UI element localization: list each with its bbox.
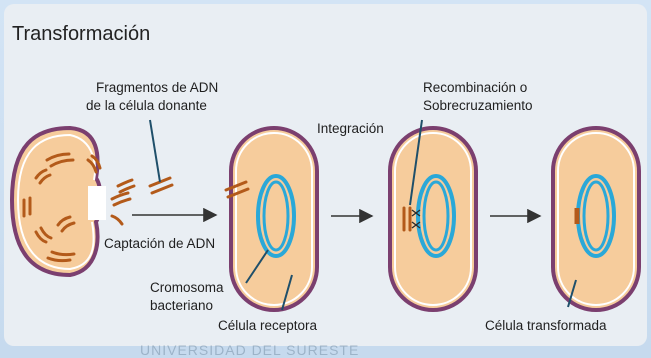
crossover-marks <box>411 209 421 229</box>
fragments-leader-line <box>149 119 161 183</box>
chromosome <box>416 174 456 258</box>
transformed-cell-label: Célula transformada <box>485 318 607 333</box>
donor-dna-fragments <box>22 152 102 263</box>
cell-wall-gap <box>88 186 106 220</box>
diagram-title: Transformación <box>12 23 151 45</box>
chromosome-label-line1: Cromosoma <box>150 280 224 295</box>
recombination-cell <box>388 126 478 312</box>
transformed-cell <box>551 126 641 312</box>
entering-dna-fragment <box>224 180 250 199</box>
recipient-cell-label: Célula receptora <box>218 318 318 333</box>
donor-cell <box>9 125 106 278</box>
chromosome <box>256 174 296 258</box>
transformed-leader-line <box>567 279 577 308</box>
recombination-leader-line <box>409 119 423 206</box>
integration-label: Integración <box>317 121 384 136</box>
uptake-label: Captación de ADN <box>104 236 216 251</box>
recipient-leader-line <box>281 274 293 311</box>
recombination-label-line1: Recombinación o <box>423 80 528 95</box>
chromosome-label-line2: bacteriano <box>150 298 214 313</box>
recombining-dna-fragment <box>402 206 412 232</box>
diagram-panel <box>4 4 647 346</box>
fragments-label-line1: Fragmentos de ADN <box>96 80 219 95</box>
recombination-label-line2: Sobrecruzamiento <box>423 98 533 113</box>
fragments-label-line2: de la célula donante <box>86 98 207 113</box>
chromosome-leader-line <box>245 249 269 284</box>
watermark: UNIVERSIDAD DEL SURESTE <box>140 342 360 358</box>
released-dna-fragments <box>110 176 174 226</box>
recipient-cell <box>224 126 319 312</box>
